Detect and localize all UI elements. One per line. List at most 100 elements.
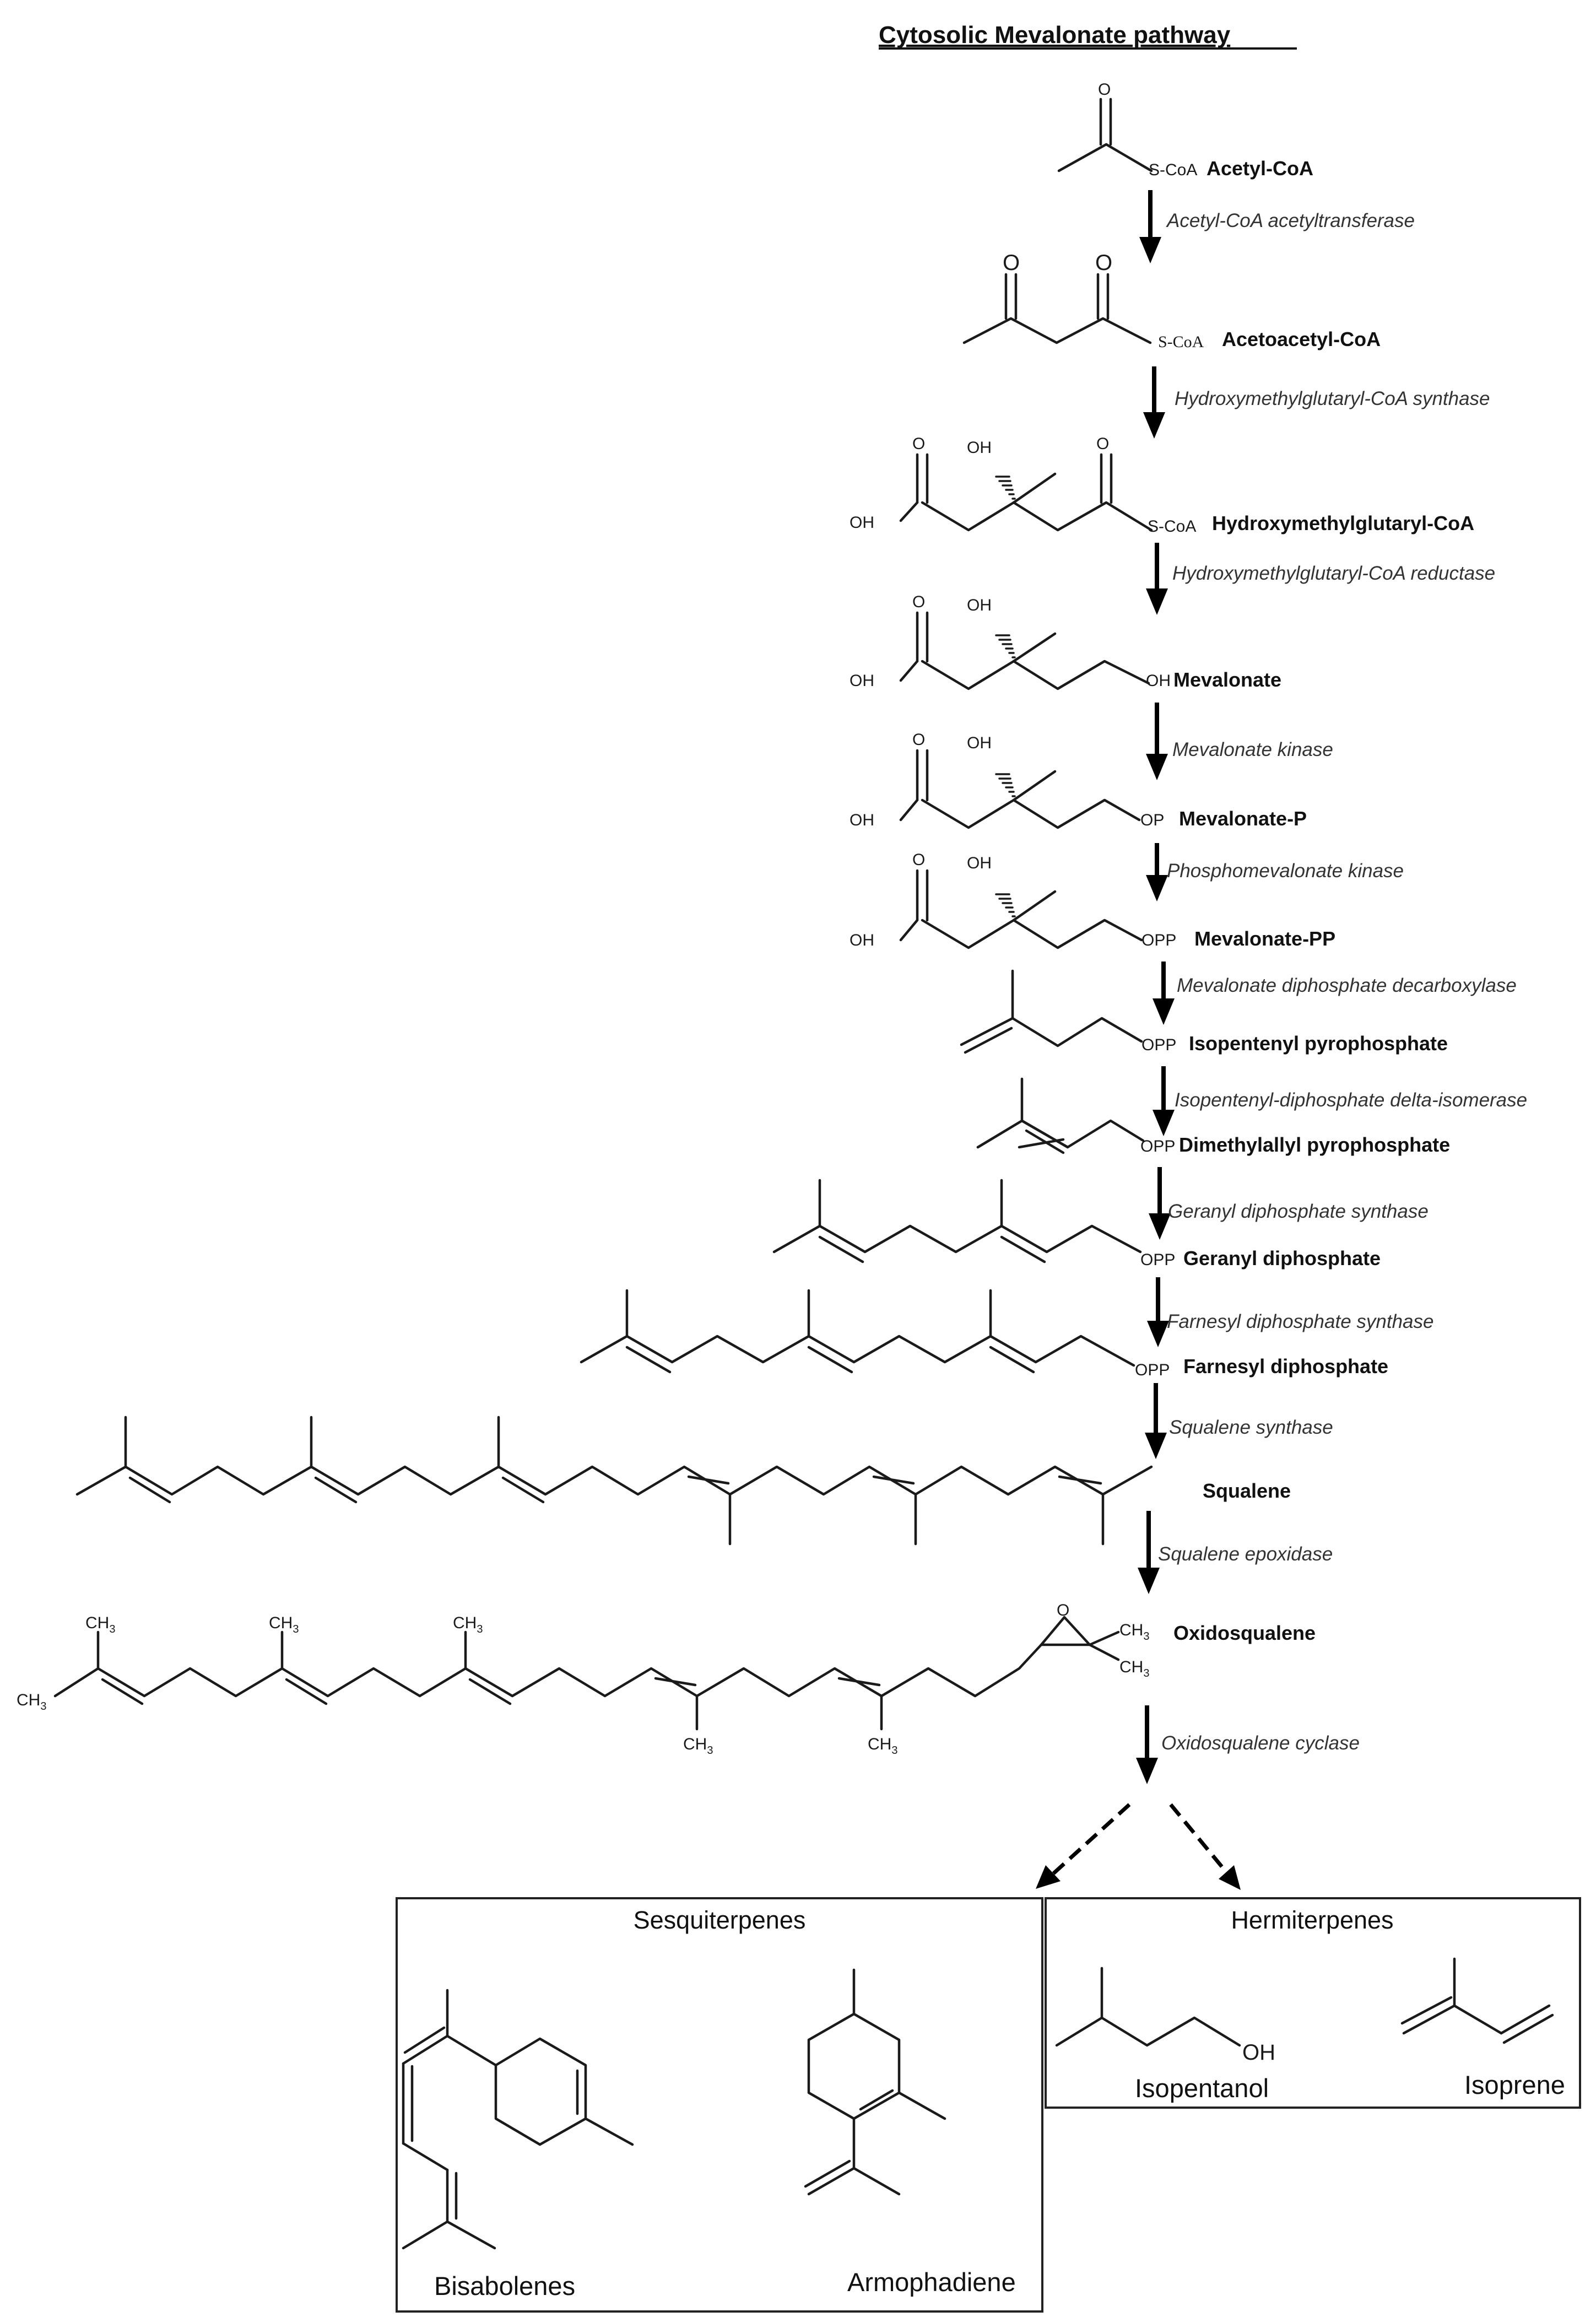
hemiterpenes-box bbox=[1045, 1897, 1581, 2109]
squalene-structure bbox=[75, 1416, 1153, 1546]
svg-text:CH3: CH3 bbox=[17, 1691, 46, 1713]
mevalonate-pp-structure: OH O OH OPP bbox=[850, 851, 1176, 949]
branch-arrow-sesquiterpenes bbox=[1036, 1803, 1131, 1889]
svg-text:S-CoA: S-CoA bbox=[1158, 333, 1204, 351]
bisabolene-structure bbox=[402, 1989, 634, 2250]
svg-text:OH: OH bbox=[850, 931, 874, 949]
svg-text:OH: OH bbox=[967, 854, 992, 872]
svg-text:CH3: CH3 bbox=[683, 1735, 713, 1757]
svg-text:OH: OH bbox=[1146, 672, 1171, 690]
product-bisabolenes: Bisabolenes bbox=[434, 2271, 575, 2300]
enzyme-2: Hydroxymethylglutaryl-CoA synthase bbox=[1175, 388, 1490, 409]
compound-mevalonate-p: Mevalonate-P bbox=[1179, 807, 1307, 830]
svg-text:O: O bbox=[912, 851, 925, 869]
enzyme-5: Phosphomevalonate kinase bbox=[1167, 860, 1404, 882]
compound-squalene: Squalene bbox=[1203, 1479, 1291, 1502]
svg-text:OH: OH bbox=[1242, 2040, 1275, 2065]
svg-text:S-CoA: S-CoA bbox=[1148, 517, 1196, 536]
page-title: Cytosolic Mevalonate pathway bbox=[879, 21, 1231, 48]
svg-text:OH: OH bbox=[850, 672, 874, 690]
product-isopentanol: Isopentanol bbox=[1135, 2073, 1269, 2103]
enzyme-9: Farnesyl diphosphate synthase bbox=[1167, 1311, 1433, 1332]
svg-text:CH3: CH3 bbox=[85, 1614, 115, 1635]
mevalonate-structure: OH O OH OH bbox=[850, 593, 1171, 690]
reaction-arrow-3 bbox=[1146, 543, 1168, 615]
svg-text:O: O bbox=[912, 731, 925, 749]
enzyme-7: Isopentenyl-diphosphate delta-isomerase bbox=[1175, 1089, 1527, 1111]
enzyme-12: Oxidosqualene cyclase bbox=[1161, 1732, 1360, 1754]
compound-acetoacetyl-coa: Acetoacetyl-CoA bbox=[1222, 328, 1381, 350]
compound-oxidosqualene: Oxidosqualene bbox=[1173, 1622, 1316, 1644]
acetyl-coa-structure: O S-CoA bbox=[1057, 80, 1197, 179]
reaction-arrow-2 bbox=[1143, 366, 1165, 439]
fpp-structure: OPP bbox=[580, 1289, 1170, 1379]
svg-text:OH: OH bbox=[850, 514, 874, 532]
product-armophadiene: Armophadiene bbox=[847, 2267, 1016, 2297]
enzyme-4: Mevalonate kinase bbox=[1172, 739, 1333, 760]
ipp-structure: OPP bbox=[960, 969, 1176, 1054]
reaction-arrow-6 bbox=[1153, 962, 1175, 1025]
svg-text:OPP: OPP bbox=[1141, 1036, 1176, 1054]
mevalonate-p-structure: OH O OH OP bbox=[850, 731, 1164, 829]
compound-ipp: Isopentenyl pyrophosphate bbox=[1189, 1032, 1448, 1055]
hemiterpenes-title: Hermiterpenes bbox=[1231, 1906, 1393, 1934]
dmapp-structure: OPP bbox=[976, 1077, 1175, 1155]
sesquiterpenes-title: Sesquiterpenes bbox=[634, 1906, 806, 1934]
reaction-arrow-12 bbox=[1136, 1705, 1158, 1784]
svg-text:OH: OH bbox=[967, 439, 992, 457]
svg-text:OPP: OPP bbox=[1141, 931, 1176, 949]
svg-text:CH3: CH3 bbox=[1119, 1621, 1149, 1643]
svg-text:O: O bbox=[1098, 80, 1111, 99]
svg-text:O: O bbox=[912, 593, 925, 611]
enzyme-3: Hydroxymethylglutaryl-CoA reductase bbox=[1172, 563, 1495, 584]
svg-text:OPP: OPP bbox=[1135, 1361, 1170, 1379]
svg-text:O: O bbox=[1003, 251, 1020, 275]
enzyme-11: Squalene epoxidase bbox=[1158, 1543, 1333, 1565]
svg-text:OH: OH bbox=[967, 734, 992, 752]
reaction-arrow-4 bbox=[1146, 703, 1168, 780]
compound-dmapp: Dimethylallyl pyrophosphate bbox=[1179, 1133, 1450, 1156]
oxidosqualene-structure: O CH3 CH3 CH3 CH3 CH3 CH3 CH3 CH3 bbox=[17, 1601, 1149, 1757]
svg-text:OP: OP bbox=[1140, 811, 1164, 829]
branch-arrow-hemiterpenes bbox=[1169, 1803, 1241, 1890]
svg-text:OH: OH bbox=[850, 811, 874, 829]
svg-text:OPP: OPP bbox=[1140, 1251, 1175, 1269]
svg-text:S-CoA: S-CoA bbox=[1149, 161, 1197, 179]
svg-text:O: O bbox=[912, 435, 925, 453]
reaction-arrow-7 bbox=[1153, 1066, 1175, 1136]
product-isoprene: Isoprene bbox=[1464, 2070, 1565, 2099]
sesquiterpenes-box bbox=[396, 1897, 1043, 2313]
enzyme-8: Geranyl diphosphate synthase bbox=[1168, 1201, 1429, 1222]
svg-text:CH3: CH3 bbox=[868, 1735, 897, 1757]
compound-gpp: Geranyl diphosphate bbox=[1183, 1247, 1381, 1270]
armophadiene-structure bbox=[804, 1968, 946, 2196]
svg-text:CH3: CH3 bbox=[1119, 1658, 1149, 1679]
reaction-arrow-10 bbox=[1145, 1383, 1167, 1459]
reaction-arrow-1 bbox=[1139, 190, 1161, 263]
enzyme-10: Squalene synthase bbox=[1169, 1417, 1333, 1438]
isopentanol-structure: OH bbox=[1055, 1967, 1275, 2065]
reaction-arrow-9 bbox=[1147, 1277, 1169, 1347]
svg-text:OPP: OPP bbox=[1140, 1137, 1175, 1155]
compound-hmg-coa: Hydroxymethylglutaryl-CoA bbox=[1212, 512, 1474, 534]
svg-text:CH3: CH3 bbox=[269, 1614, 299, 1635]
svg-text:CH3: CH3 bbox=[453, 1614, 483, 1635]
reaction-arrow-8 bbox=[1149, 1167, 1171, 1240]
compound-acetyl-coa: Acetyl-CoA bbox=[1207, 157, 1313, 180]
reaction-arrow-5 bbox=[1146, 843, 1168, 901]
enzyme-1: Acetyl-CoA acetyltransferase bbox=[1166, 210, 1415, 231]
hmg-coa-structure: OH O OH O S-CoA bbox=[850, 435, 1196, 536]
compound-fpp: Farnesyl diphosphate bbox=[1183, 1355, 1388, 1378]
svg-text:O: O bbox=[1095, 251, 1112, 275]
reaction-arrow-11 bbox=[1138, 1511, 1160, 1594]
compound-mevalonate-pp: Mevalonate-PP bbox=[1194, 927, 1335, 950]
svg-text:OH: OH bbox=[967, 596, 992, 614]
svg-text:O: O bbox=[1057, 1601, 1069, 1619]
gpp-structure: OPP bbox=[772, 1179, 1175, 1269]
isoprene-structure bbox=[1400, 1957, 1554, 2044]
compound-mevalonate: Mevalonate bbox=[1173, 668, 1281, 691]
svg-text:O: O bbox=[1096, 435, 1109, 453]
enzyme-6: Mevalonate diphosphate decarboxylase bbox=[1177, 975, 1517, 996]
